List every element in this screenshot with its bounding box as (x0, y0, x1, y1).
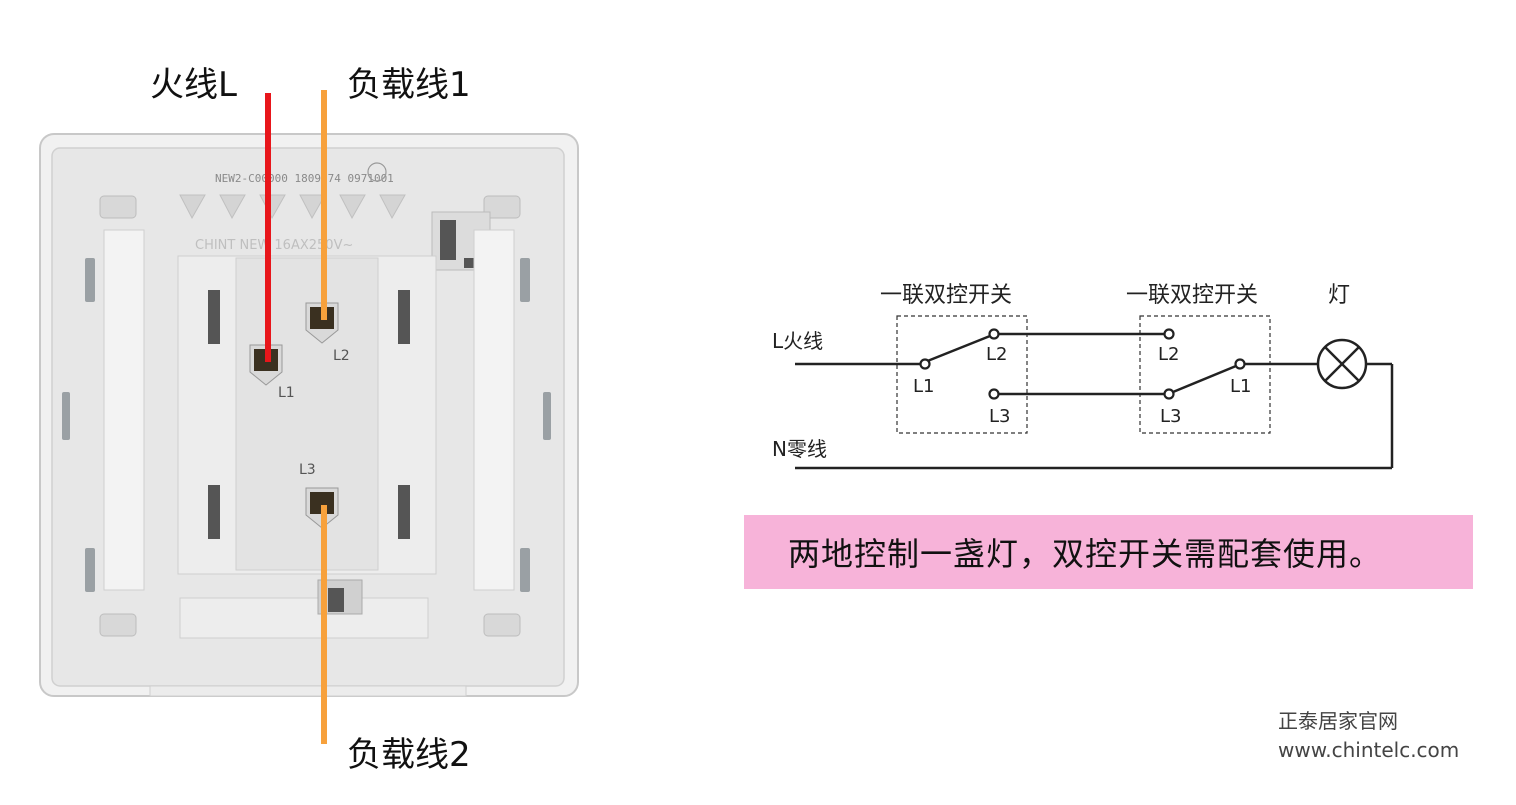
switch-2-box (1139, 315, 1271, 434)
note-text: 两地控制一盏灯，双控开关需配套使用。 (788, 535, 1383, 573)
load-wire-1-label: 负载线1 (347, 65, 471, 105)
terminal-l2-label: L2 (333, 348, 350, 364)
switch-model-text: NEW2-C00000 1809174 0971001 (215, 172, 394, 185)
switch-2-l3-node (1163, 388, 1175, 400)
switch-back-panel-image: NEW2-C00000 1809174 0971001 CHINT NEW 16… (39, 90, 579, 744)
switch-rating-text: CHINT NEW 16AX250V~ (195, 238, 353, 253)
switch-2-l1-node (1234, 358, 1246, 370)
switch-1-l2-label: L2 (986, 344, 1007, 365)
switch-2-l2-node (1163, 328, 1175, 340)
live-line-label: L火线 (772, 329, 823, 353)
terminal-l3-label: L3 (299, 462, 316, 478)
switch-2-title: 一联双控开关 (1126, 283, 1258, 308)
terminal-l1 (249, 344, 283, 386)
switch-2-l3-label: L3 (1160, 406, 1181, 427)
brand-url: www.chintelc.com (1278, 738, 1460, 762)
switch-1-l3-label: L3 (989, 406, 1010, 427)
lamp-title: 灯 (1328, 283, 1350, 308)
brand-footer: 正泰居家官网 www.chintelc.com (1278, 707, 1459, 765)
switch-1-l3-node (988, 388, 1000, 400)
neutral-line-label: N零线 (772, 437, 827, 461)
switch-1-box (896, 315, 1028, 434)
terminal-l1-label: L1 (278, 385, 295, 401)
switch-1-l2-node (988, 328, 1000, 340)
switch-2-l1-label: L1 (1230, 376, 1251, 397)
two-way-switch-circuit-diagram: 一联双控开关 一联双控开关 灯 L火线 N零线 L1 L2 L3 L1 L2 L… (772, 283, 1394, 470)
switch-1-l1-node (919, 358, 931, 370)
note-box: 两地控制一盏灯，双控开关需配套使用。 (744, 515, 1473, 589)
switch-2-l2-label: L2 (1158, 344, 1179, 365)
switch-1-title: 一联双控开关 (880, 283, 1012, 308)
lamp-icon (1316, 338, 1368, 390)
load-wire-2-label: 负载线2 (347, 735, 471, 775)
brand-name: 正泰居家官网 (1278, 709, 1398, 733)
live-wire-label: 火线L (150, 65, 237, 105)
switch-1-l1-label: L1 (913, 376, 934, 397)
